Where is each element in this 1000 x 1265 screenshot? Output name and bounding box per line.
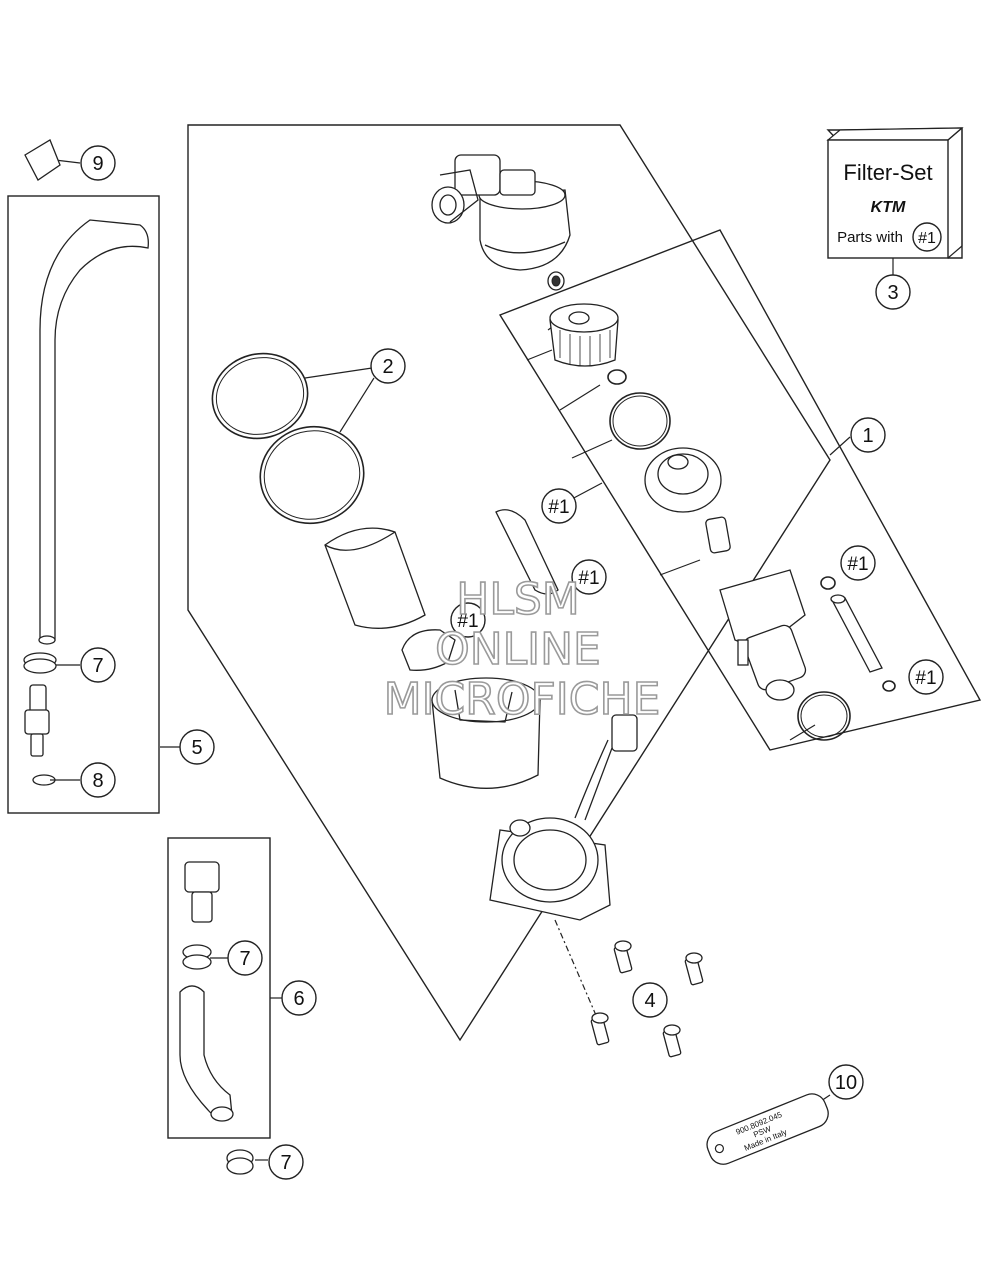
quick-connector-6 bbox=[184, 861, 220, 923]
o-rings bbox=[211, 352, 896, 741]
fuel-hose bbox=[38, 219, 149, 645]
fuel-pump-motor bbox=[719, 569, 807, 701]
clip-sleeve bbox=[495, 509, 559, 595]
pump-flange bbox=[489, 714, 638, 921]
callout-2: 2 bbox=[382, 356, 393, 378]
quick-connector-5 bbox=[24, 684, 50, 757]
tag-plate: 900.8092.045 PSW Made in Italy bbox=[706, 1093, 829, 1165]
callout-6: 6 bbox=[293, 988, 304, 1010]
fuel-filter bbox=[549, 303, 619, 367]
fuel-pipe bbox=[830, 594, 883, 673]
ref-1-e: #1 bbox=[915, 668, 936, 689]
callout-3: 3 bbox=[887, 282, 898, 304]
callout-4: 4 bbox=[644, 990, 655, 1012]
ref-1-c: #1 bbox=[457, 611, 478, 632]
callout-10: 10 bbox=[835, 1072, 857, 1094]
clip-9 bbox=[24, 139, 61, 181]
filter-set-box: Filter-Set KTM Parts with #1 bbox=[826, 127, 964, 259]
callout-9: 9 bbox=[92, 153, 103, 175]
ref-1-a: #1 bbox=[548, 497, 569, 518]
filter-set-title: Filter-Set bbox=[843, 160, 932, 185]
hose-clamp-6 bbox=[182, 944, 212, 970]
callout-5: 5 bbox=[191, 737, 202, 759]
bolts bbox=[590, 940, 704, 1058]
callout-labels: 9 3 2 1 7 5 8 7 6 4 10 7 #1 #1 #1 #1 #1 bbox=[92, 153, 936, 1174]
pump-group-outline bbox=[498, 229, 982, 751]
ref-1-d: #1 bbox=[847, 554, 868, 575]
watermark-line3: MICROFICHE bbox=[384, 674, 661, 725]
callouts bbox=[80, 145, 944, 1180]
pump-cup bbox=[431, 677, 541, 789]
connector-kit-box bbox=[167, 837, 271, 1139]
callout-7-top: 7 bbox=[92, 655, 103, 677]
watermark-line2: ONLINE bbox=[435, 624, 601, 675]
parts-with-ref: #1 bbox=[918, 230, 936, 247]
ktm-logo: KTM bbox=[871, 199, 906, 216]
ref-1-b: #1 bbox=[578, 568, 599, 589]
hose-clamp-5 bbox=[23, 652, 57, 674]
hose-kit-box bbox=[7, 195, 160, 814]
hose-clamp-7 bbox=[226, 1149, 254, 1175]
spring bbox=[547, 271, 565, 291]
assembly-outline bbox=[187, 124, 831, 1042]
watermark-line1: HLSM bbox=[456, 574, 580, 625]
callout-8: 8 bbox=[92, 770, 103, 792]
short-hose bbox=[179, 985, 234, 1122]
retaining-clip bbox=[401, 629, 456, 671]
callout-7-middle: 7 bbox=[239, 948, 250, 970]
callout-7-bottom: 7 bbox=[280, 1152, 291, 1174]
sleeve bbox=[324, 527, 426, 629]
parts-with-label: Parts with bbox=[837, 229, 903, 246]
pump-housing-top bbox=[431, 154, 571, 271]
callout-1: 1 bbox=[862, 425, 873, 447]
pressure-regulator bbox=[644, 447, 731, 554]
watermark: HLSM ONLINE MICROFICHE bbox=[383, 573, 661, 726]
o-ring-8 bbox=[32, 774, 56, 786]
